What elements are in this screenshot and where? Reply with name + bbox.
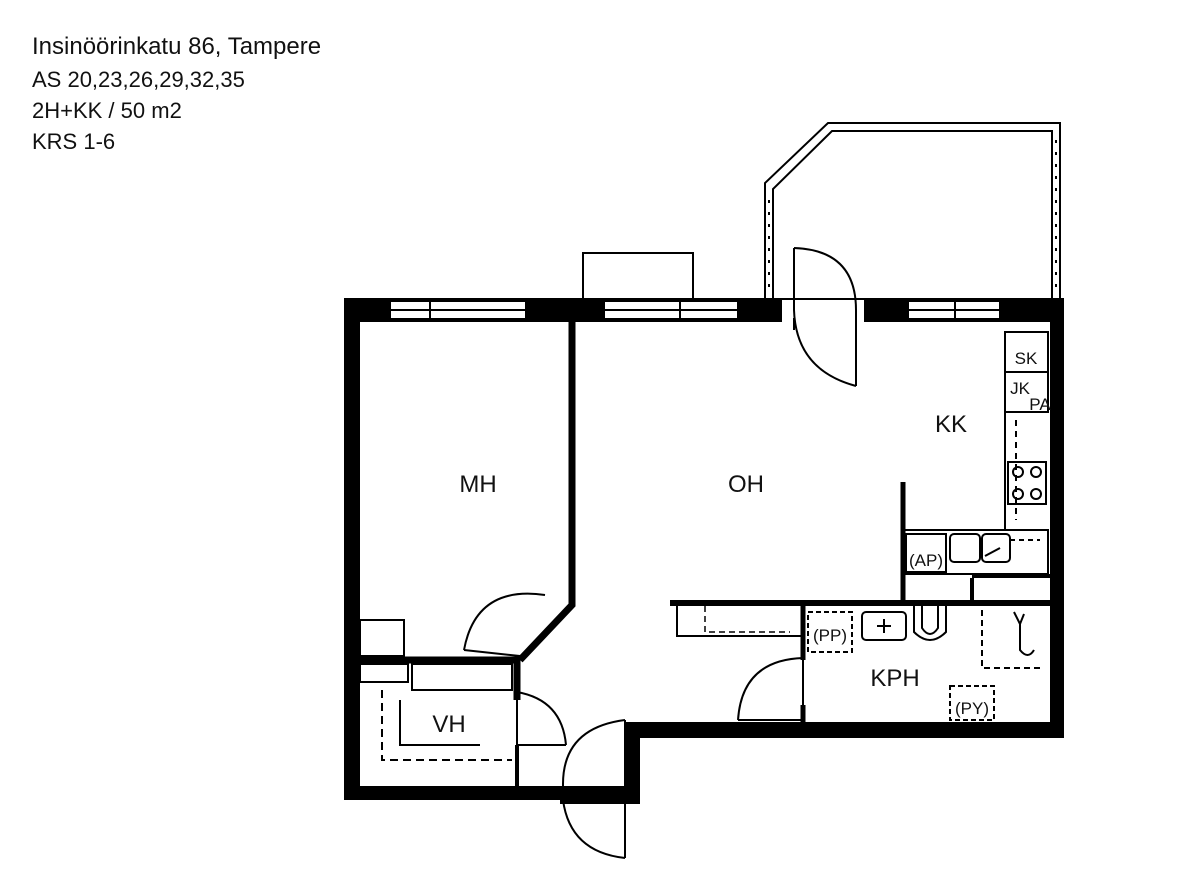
fixture-label-ap: (AP) bbox=[909, 551, 943, 570]
windows bbox=[389, 300, 1001, 320]
bathroom-door bbox=[737, 657, 804, 722]
room-label-mh: MH bbox=[459, 471, 496, 498]
balcony-door-opening bbox=[782, 300, 864, 322]
fixture-label-pa: PA bbox=[1029, 395, 1051, 414]
fixture-label-jk: JK bbox=[1010, 379, 1031, 398]
apartment-numbers-text: AS 20,23,26,29,32,35 bbox=[32, 67, 245, 92]
wardrobe bbox=[359, 619, 513, 761]
room-label-kph: KPH bbox=[870, 665, 919, 692]
kitchen-counter bbox=[902, 331, 1049, 575]
bedroom-door bbox=[463, 592, 573, 657]
entrance-door bbox=[561, 719, 626, 859]
fixture-label-py: (PY) bbox=[955, 699, 989, 718]
address-text: Insinöörinkatu 86, Tampere bbox=[32, 33, 322, 60]
walk-in-closet-door bbox=[516, 691, 567, 746]
fixture-label-pp: (PP) bbox=[813, 626, 847, 645]
balcony-door bbox=[793, 247, 857, 387]
plan-header: Insinöörinkatu 86, Tampere AS 20,23,26,2… bbox=[32, 30, 321, 157]
floors-text: KRS 1-6 bbox=[32, 129, 116, 154]
balcony bbox=[764, 122, 1061, 300]
bathroom-fixtures bbox=[807, 603, 1040, 721]
hall-closet bbox=[676, 606, 803, 637]
ventilation-box bbox=[582, 252, 694, 301]
fixture-label-sk: SK bbox=[1015, 349, 1038, 368]
type-area-text: 2H+KK / 50 m2 bbox=[32, 98, 182, 123]
room-label-oh: OH bbox=[728, 471, 764, 498]
room-label-kk: KK bbox=[935, 411, 967, 438]
room-label-vh: VH bbox=[432, 711, 465, 738]
